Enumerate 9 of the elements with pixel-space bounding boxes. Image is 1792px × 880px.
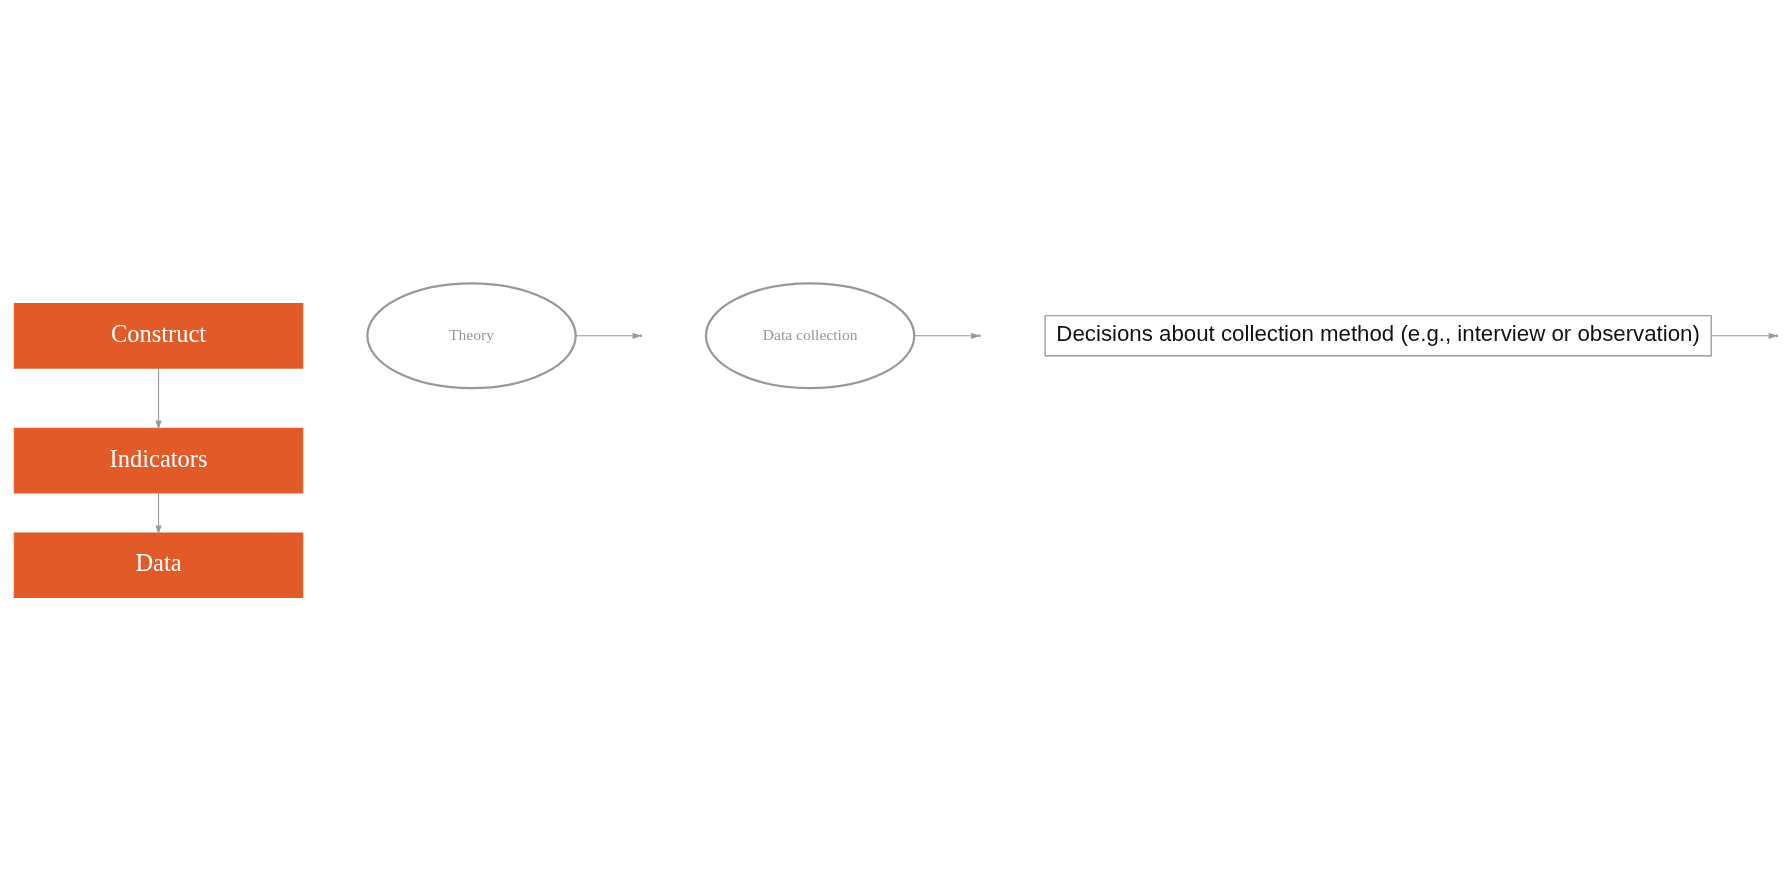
arrow — [155, 367, 162, 430]
arrow — [913, 332, 981, 339]
node-box: Data — [13, 531, 304, 598]
arrow — [155, 491, 162, 534]
node-box: Construct — [13, 302, 304, 369]
node-ellipse: Data collection — [704, 281, 916, 389]
node-ellipse: Theory — [366, 281, 577, 389]
node-box: Decisions about collection method (e.g., interview or observation) — [1044, 314, 1712, 356]
node-box: Indicators — [13, 427, 304, 493]
